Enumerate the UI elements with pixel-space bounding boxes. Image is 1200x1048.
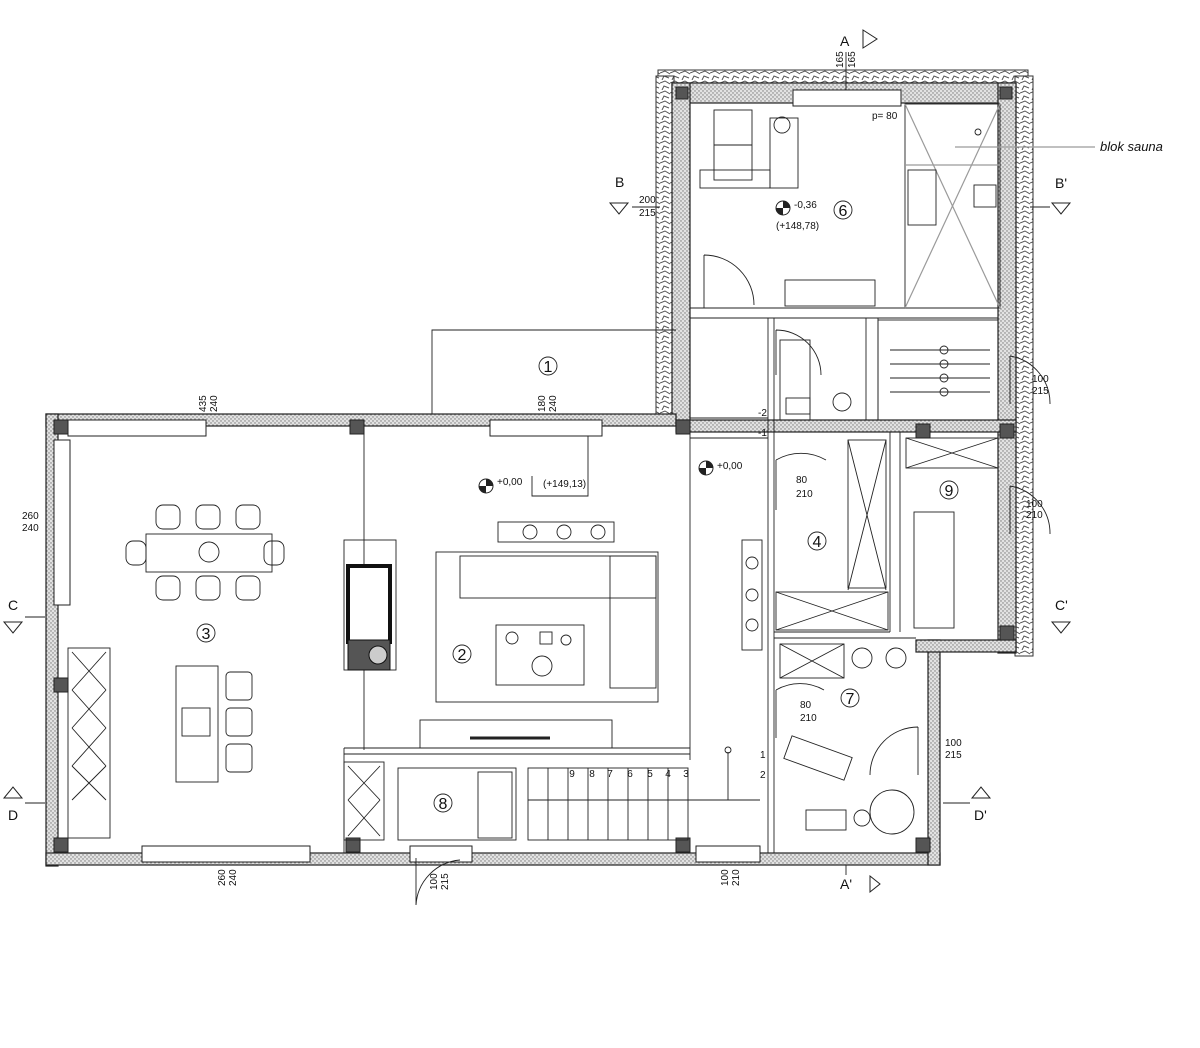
dim-r-210b: 210	[1026, 510, 1043, 521]
wardrobe	[877, 319, 999, 421]
dim-bot-260: 260	[217, 869, 228, 886]
room-1: 1	[544, 359, 553, 376]
step-8: 8	[589, 769, 595, 780]
room-2: 2	[458, 647, 467, 664]
fireplace	[343, 539, 397, 671]
room-6: 6	[839, 203, 848, 220]
step-4: 4	[665, 769, 671, 780]
room-numbers: 1 2 3 4 6 7 8 9	[196, 200, 959, 813]
dim-d7-80: 80	[800, 700, 812, 711]
section-b-prime-label: B'	[1055, 175, 1067, 191]
section-a-label: A	[840, 33, 850, 49]
dim-bot-210b: 210	[731, 869, 742, 886]
blok-sauna-label: blok sauna	[1100, 139, 1163, 154]
step-5: 5	[647, 769, 653, 780]
dim-240a: 240	[209, 395, 220, 412]
dim-b-200: 200	[639, 195, 656, 206]
step-7: 7	[607, 769, 613, 780]
level-step-marks: -2 -1 1 2	[690, 408, 768, 781]
dim-bot-215a: 215	[440, 873, 451, 890]
dim-r-100b: 100	[1026, 499, 1043, 510]
dining-set	[125, 504, 285, 601]
room-8: 8	[439, 796, 448, 813]
p80-label: p= 80	[872, 111, 898, 122]
dim-r-100c: 100	[945, 738, 962, 749]
dim-r-100a: 100	[1032, 374, 1049, 385]
gym-walls	[671, 82, 1017, 654]
sauna-block	[904, 103, 1095, 309]
level-gym: -0,36	[794, 200, 817, 211]
gym-equipment	[699, 109, 876, 307]
doors	[415, 329, 1051, 906]
dim-d4-210: 210	[796, 489, 813, 500]
section-markers: A A' B B' C C' D D'	[2, 29, 1072, 894]
room-3: 3	[202, 626, 211, 643]
level-main: +0,00	[497, 477, 523, 488]
section-d-prime-label: D'	[974, 807, 987, 823]
dim-r-215a: 215	[1032, 386, 1049, 397]
mark-minus-2: -2	[758, 408, 767, 419]
step-6: 6	[627, 769, 633, 780]
dim-435: 435	[198, 395, 209, 412]
step-3: 3	[683, 769, 689, 780]
dim-r-215c: 215	[945, 750, 962, 761]
dim-d4-80: 80	[796, 475, 808, 486]
level-markers: -0,36 (+148,78) +0,00 (+149,13) +0,00	[478, 200, 819, 497]
dim-bot-240: 240	[228, 869, 239, 886]
dim-240b: 240	[548, 395, 559, 412]
mark-1: 1	[760, 750, 766, 761]
dim-left-240: 240	[22, 523, 39, 534]
room-7: 7	[846, 691, 855, 708]
stairs	[343, 746, 760, 841]
room-9: 9	[945, 483, 954, 500]
service-fixtures	[741, 339, 999, 835]
dim-bot-100a: 100	[429, 873, 440, 890]
dim-180: 180	[537, 395, 548, 412]
section-a-prime-label: A'	[840, 876, 852, 892]
dim-d7-210: 210	[800, 713, 817, 724]
level-gym-abs: (+148,78)	[776, 221, 819, 232]
dim-165a: 165	[835, 51, 846, 68]
dim-left-260: 260	[22, 511, 39, 522]
section-b-label: B	[615, 174, 624, 190]
section-c-label: C	[8, 597, 18, 613]
level-hall: +0,00	[717, 461, 743, 472]
living-furniture	[419, 521, 659, 749]
dim-bot-100b: 100	[720, 869, 731, 886]
main-walls	[45, 329, 1017, 867]
level-main-abs: (+149,13)	[543, 479, 586, 490]
dim-b-215: 215	[639, 208, 656, 219]
room-4: 4	[813, 534, 822, 551]
section-c-prime-label: C'	[1055, 597, 1068, 613]
kitchen	[67, 647, 253, 839]
mark-2: 2	[760, 770, 766, 781]
mark-minus-1: -1	[758, 428, 767, 439]
dimensions: 165 165 200 215 435 240 180 240 260 240 …	[22, 51, 1049, 890]
stone-walls	[655, 69, 1034, 657]
dim-165b: 165	[847, 51, 858, 68]
section-d-label: D	[8, 807, 18, 823]
step-9: 9	[569, 769, 575, 780]
stair-numbers: 9 8 7 6 5 4 3	[569, 769, 689, 780]
